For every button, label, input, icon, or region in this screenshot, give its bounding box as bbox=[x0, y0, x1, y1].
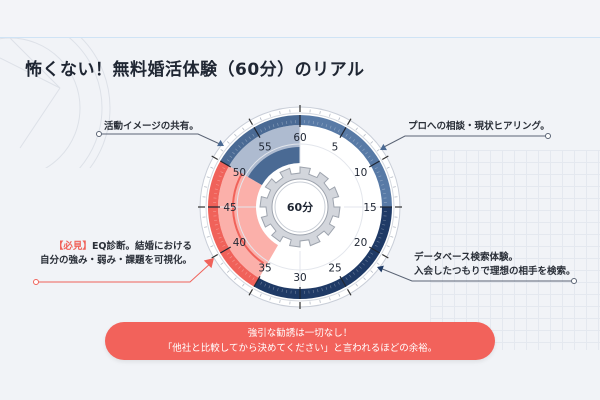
background-grid bbox=[430, 150, 600, 350]
tick-label: 10 bbox=[354, 167, 367, 179]
must-see-tag: 【必見】 bbox=[53, 241, 92, 252]
tick-label: 20 bbox=[354, 237, 367, 249]
tick-label: 5 bbox=[332, 141, 339, 153]
gear-center bbox=[271, 178, 329, 236]
major-tick bbox=[220, 246, 232, 254]
arrow-head bbox=[203, 258, 214, 269]
connector-consultation bbox=[381, 135, 548, 149]
callout-db-line1: データベース検索体験。 bbox=[414, 252, 519, 263]
tick-label: 40 bbox=[233, 237, 246, 249]
segment-band bbox=[207, 161, 259, 287]
connector-dot bbox=[571, 278, 577, 284]
callout-consultation: プロへの相談・現状ヒアリング。 bbox=[408, 121, 550, 132]
connector-activity bbox=[99, 133, 223, 146]
banner-line1: 強引な勧誘は一切なし！ bbox=[247, 328, 353, 339]
callout-database-search: データベース検索体験。 入会したつもりで理想の相手を検索。 bbox=[414, 251, 576, 279]
major-tick bbox=[368, 246, 380, 254]
page-title: 怖くない！無料婚活体験（60分）のリアル bbox=[25, 60, 365, 80]
connector-database bbox=[379, 267, 574, 282]
segment-band bbox=[220, 115, 300, 166]
tick-label: 55 bbox=[258, 141, 271, 153]
connector-dot bbox=[33, 279, 39, 285]
callout-activity-image: 活動イメージの共有。 bbox=[104, 121, 199, 132]
top-divider bbox=[0, 37, 600, 38]
segment-fill bbox=[218, 166, 278, 279]
callout-eq-line1: EQ診断。結婚における bbox=[91, 241, 193, 252]
major-tick bbox=[368, 160, 380, 168]
major-tick bbox=[339, 275, 347, 287]
banner-line2: 「他社と比較してから決めてください」と言われるほどの余裕。 bbox=[162, 343, 438, 354]
no-pressure-banner: 強引な勧誘は一切なし！ 「他社と比較してから決めてください」と言われるほどの余裕… bbox=[105, 322, 495, 360]
major-tick bbox=[339, 127, 347, 139]
top-band bbox=[0, 0, 600, 37]
tick-label: 35 bbox=[258, 263, 271, 275]
tick-label: 15 bbox=[363, 202, 376, 214]
tick-label: 45 bbox=[223, 202, 236, 214]
segment-band bbox=[300, 115, 392, 207]
connector-dot bbox=[96, 131, 102, 137]
arrow-head bbox=[380, 143, 387, 151]
major-tick bbox=[253, 127, 261, 139]
segment-band bbox=[254, 207, 392, 300]
background-compass-decoration bbox=[0, 38, 111, 168]
arrow-head bbox=[376, 265, 384, 273]
segment-inner-band bbox=[248, 147, 300, 185]
major-tick bbox=[220, 160, 232, 168]
tick-label: 25 bbox=[328, 263, 341, 275]
callout-db-line2: 入会したつもりで理想の相手を検索。 bbox=[414, 266, 576, 277]
tick-label: 50 bbox=[233, 167, 246, 179]
tick-label: 60 bbox=[293, 132, 306, 144]
center-label: 60分 bbox=[287, 200, 313, 214]
callout-eq-line2: 自分の強み・弱み・課題を可視化。 bbox=[40, 255, 193, 266]
major-tick bbox=[253, 275, 261, 287]
connector-eq bbox=[36, 261, 213, 283]
connector-dot bbox=[545, 133, 551, 139]
callout-eq-diagnosis: 【必見】EQ診断。結婚における 自分の強み・弱み・課題を可視化。 bbox=[40, 240, 192, 268]
tick-label: 30 bbox=[293, 272, 306, 284]
arrow-head bbox=[217, 139, 224, 147]
